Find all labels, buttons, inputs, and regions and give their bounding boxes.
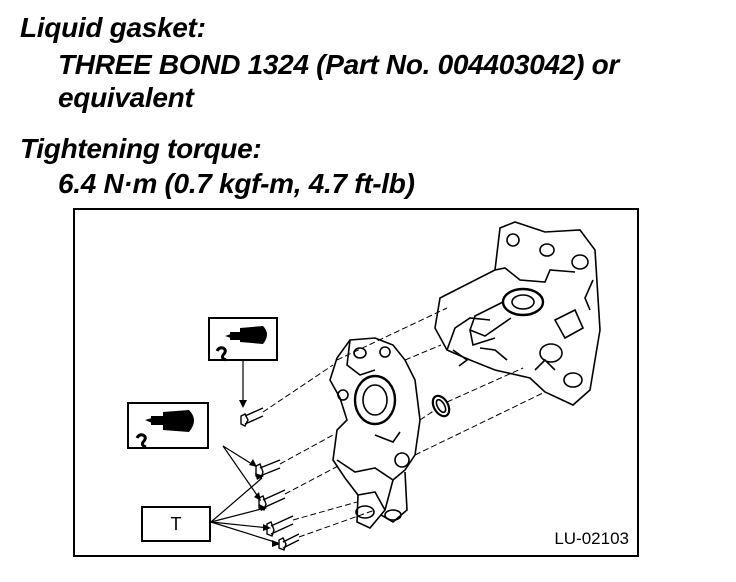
- oil-pump-figure: T LU-02103: [73, 208, 639, 557]
- alignment-lines: [262, 307, 546, 538]
- cylinder-block-drawing: [434, 221, 601, 406]
- figure-code: LU-02103: [554, 529, 629, 548]
- liquid-gasket-spec-line1: THREE BOND 1324 (Part No. 004403042) or: [58, 49, 619, 80]
- tightening-torque-value: 6.4 N·m (0.7 kgf-m, 4.7 ft-lb): [58, 168, 415, 199]
- oil-pump-drawing: [329, 337, 421, 529]
- liquid-gasket-spec-line2: equivalent: [58, 82, 194, 113]
- sealant-symbol-top: [208, 317, 278, 362]
- sealant-symbol-bottom: [127, 402, 209, 449]
- liquid-gasket-heading: Liquid gasket:: [20, 12, 206, 43]
- o-ring-drawing: [431, 394, 451, 418]
- oil-pump-illustration: [127, 221, 601, 551]
- bolts-drawing: [240, 407, 300, 551]
- torque-label: T: [170, 513, 182, 534]
- arrowheads: [239, 400, 280, 547]
- torque-label-box: T: [141, 506, 211, 542]
- leader-lines: [210, 358, 279, 544]
- tightening-torque-heading: Tightening torque:: [20, 133, 262, 164]
